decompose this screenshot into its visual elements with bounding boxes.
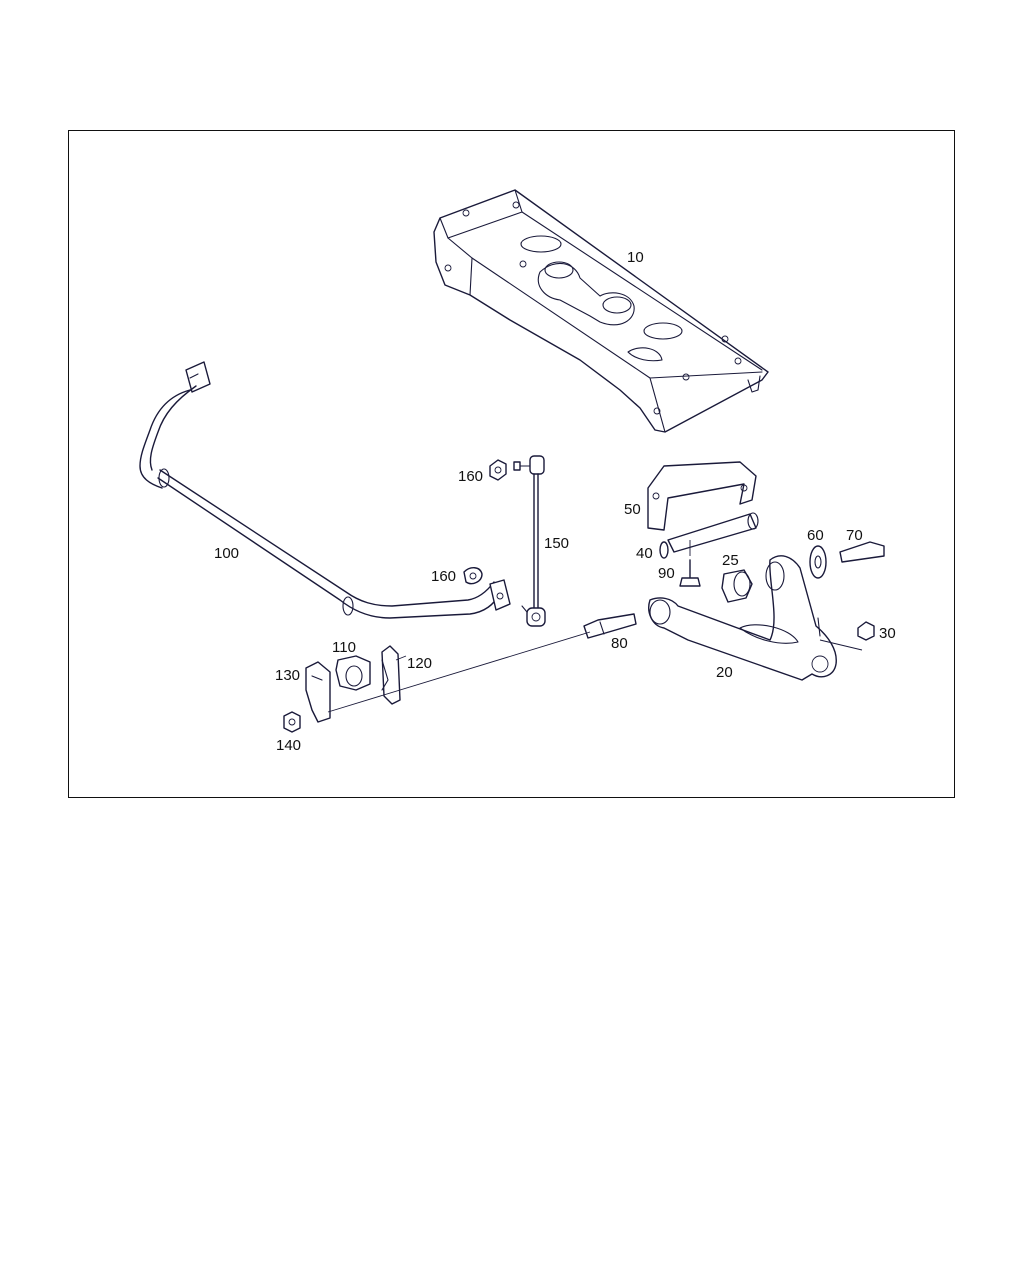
label-part-40: 40 bbox=[636, 545, 653, 562]
label-part-30: 30 bbox=[879, 625, 896, 642]
label-part-140: 140 bbox=[276, 737, 301, 754]
part-160-nut-lower bbox=[463, 567, 483, 585]
part-150-link-rod bbox=[513, 455, 546, 627]
part-160-nut-upper bbox=[489, 459, 507, 481]
label-part-20: 20 bbox=[716, 664, 733, 681]
leader-lines bbox=[327, 540, 863, 713]
label-part-10: 10 bbox=[627, 249, 644, 266]
part-25-bushing bbox=[721, 569, 753, 603]
part-70-bolt bbox=[839, 541, 885, 563]
part-100-stabilizer-bar bbox=[139, 361, 511, 619]
part-50-bracket bbox=[647, 461, 757, 531]
diagram-frame bbox=[68, 130, 955, 798]
part-140-nut bbox=[283, 711, 301, 733]
part-20-control-arm bbox=[648, 555, 837, 681]
label-part-110: 110 bbox=[332, 639, 356, 656]
label-part-100: 100 bbox=[214, 545, 239, 562]
label-part-25: 25 bbox=[722, 552, 739, 569]
label-part-90: 90 bbox=[658, 565, 675, 582]
part-30-nut bbox=[857, 621, 875, 641]
label-part-150: 150 bbox=[544, 535, 569, 552]
label-part-160-lower: 160 bbox=[431, 568, 456, 585]
part-110-bushing bbox=[335, 655, 371, 691]
label-part-120: 120 bbox=[407, 655, 432, 672]
part-80-bolt bbox=[583, 613, 637, 639]
part-40-shaft bbox=[659, 512, 759, 559]
part-120-bracket bbox=[381, 645, 401, 705]
label-part-130: 130 bbox=[275, 667, 300, 684]
label-part-160-upper: 160 bbox=[458, 468, 483, 485]
part-60-washer bbox=[809, 545, 827, 579]
part-130-clamp bbox=[305, 661, 331, 723]
part-10-crossmember bbox=[433, 189, 769, 433]
part-90-bolt bbox=[679, 559, 701, 587]
label-part-50: 50 bbox=[624, 501, 641, 518]
label-part-80: 80 bbox=[611, 635, 628, 652]
label-part-60: 60 bbox=[807, 527, 824, 544]
label-part-70: 70 bbox=[846, 527, 863, 544]
